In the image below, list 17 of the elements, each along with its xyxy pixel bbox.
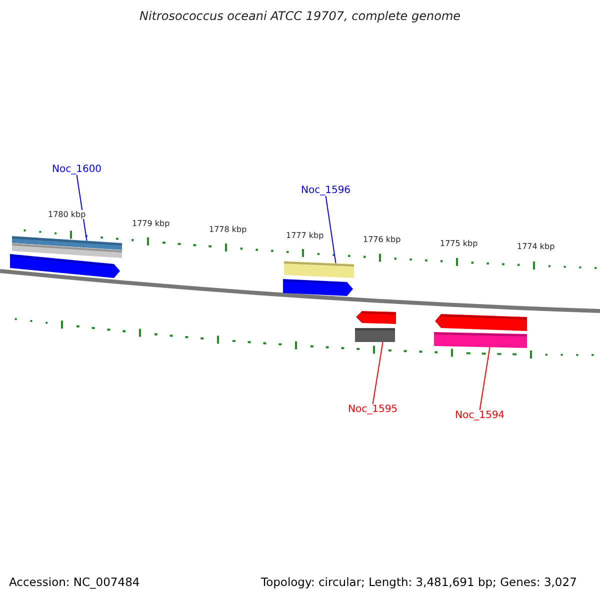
scale-label: 1778 kbp bbox=[209, 225, 247, 234]
leader-line bbox=[372, 342, 384, 404]
scale-label: 1776 kbp bbox=[363, 235, 401, 244]
map-title: Nitrosococcus oceani ATCC 19707, complete genome bbox=[138, 9, 462, 23]
gene-label: Noc_1600 bbox=[52, 164, 102, 175]
footer-note: Accession: NC_007484 bbox=[9, 575, 140, 589]
gene-label: Noc_1595 bbox=[348, 404, 398, 415]
scale-label: 1774 kbp bbox=[517, 242, 555, 251]
gene-label: Noc_1596 bbox=[301, 185, 351, 196]
leader-line bbox=[479, 346, 490, 410]
footer-note: Topology: circular; Length: 3,481,691 bp; Genes: 3,027 bbox=[261, 575, 577, 589]
scale-label: 1779 kbp bbox=[132, 219, 170, 228]
scale-label: 1777 kbp bbox=[286, 231, 324, 240]
scale-label: 1780 kbp bbox=[48, 210, 86, 219]
gene-label: Noc_1594 bbox=[455, 410, 505, 421]
scale-label: 1775 kbp bbox=[440, 239, 478, 248]
leader-line bbox=[325, 196, 336, 264]
